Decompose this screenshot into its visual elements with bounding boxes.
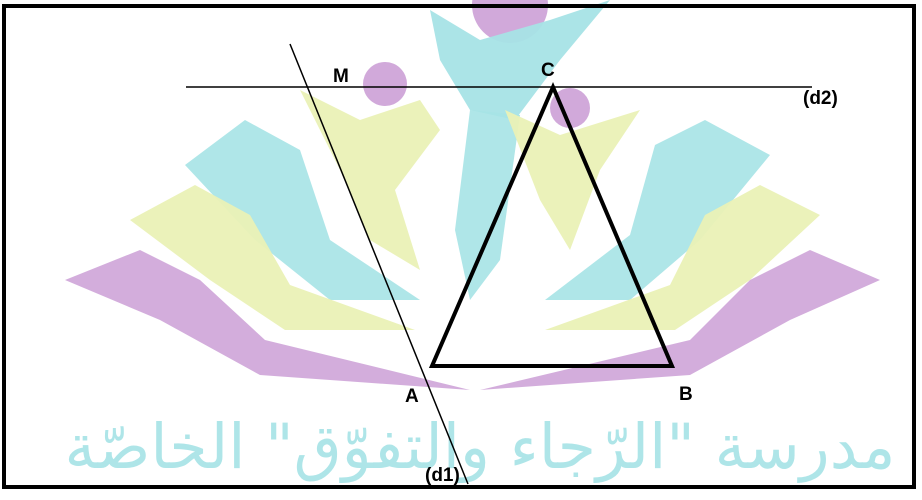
figure-border bbox=[2, 4, 916, 489]
logo-figure-cyan-body bbox=[455, 110, 520, 300]
school-name-watermark: مدرسة "الرّجاء والتفوّق" الخاصّة bbox=[65, 410, 896, 483]
label-line-d1: (d1) bbox=[425, 465, 460, 486]
logo-book-yellow-left bbox=[130, 185, 415, 330]
logo-book-purple-left bbox=[65, 250, 470, 390]
label-point-a: A bbox=[405, 386, 419, 407]
label-point-b: B bbox=[679, 384, 693, 405]
logo-figure-yellow-left bbox=[300, 90, 440, 270]
label-point-c: C bbox=[541, 60, 555, 81]
logo-head-right bbox=[550, 88, 590, 128]
geometry-lines bbox=[186, 43, 812, 485]
triangle-abc bbox=[428, 81, 676, 368]
logo-head-left bbox=[363, 62, 407, 106]
point-labels: M C A B (d2) (d1) bbox=[333, 60, 838, 486]
logo-book-cyan-right bbox=[545, 120, 770, 300]
school-logo-watermark: مدرسة "الرّجاء والتفوّق" الخاصّة bbox=[65, 0, 896, 483]
logo-book-purple-right bbox=[480, 250, 880, 390]
logo-figure-cyan bbox=[430, 0, 610, 120]
label-point-m: M bbox=[333, 66, 349, 87]
label-line-d2: (d2) bbox=[803, 88, 838, 109]
logo-book-yellow-right bbox=[545, 185, 820, 330]
logo-figure-yellow-right bbox=[505, 110, 640, 250]
logo-book-cyan-left bbox=[185, 120, 420, 300]
line-d1 bbox=[289, 43, 469, 485]
